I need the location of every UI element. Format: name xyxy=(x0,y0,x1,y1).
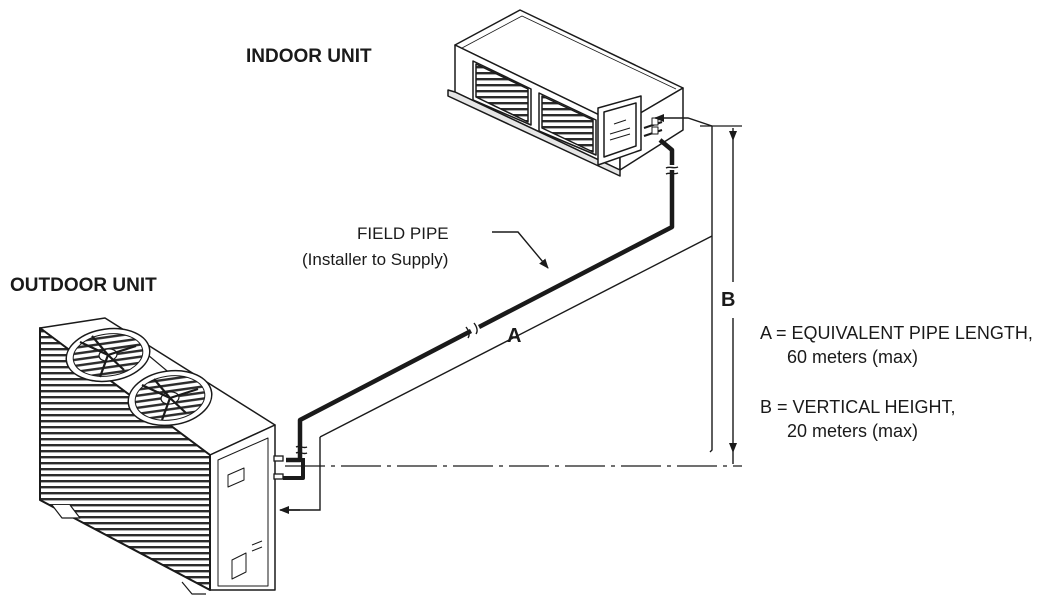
fan-icon xyxy=(65,327,151,383)
field-pipe-return-diagonal xyxy=(319,235,713,438)
field-pipe-note: (Installer to Supply) xyxy=(302,250,449,269)
fan-icon xyxy=(127,369,213,427)
legend-a-line1: A = EQUIVALENT PIPE LENGTH, xyxy=(760,323,1033,343)
indoor-unit-label: INDOOR UNIT xyxy=(246,46,372,67)
return-arrow-indoor xyxy=(654,114,713,127)
legend-b-line1: B = VERTICAL HEIGHT, xyxy=(760,397,956,417)
field-pipe-label: FIELD PIPE xyxy=(357,224,449,243)
outdoor-unit-label: OUTDOOR UNIT xyxy=(10,275,157,296)
dimension-b-label: B xyxy=(721,289,736,311)
dimension-a-label: A xyxy=(507,325,522,347)
indoor-unit-drawing xyxy=(447,9,684,177)
legend-a-line2: 60 meters (max) xyxy=(787,347,919,367)
field-pipe-main xyxy=(286,138,675,463)
legend-b-line2: 20 meters (max) xyxy=(787,421,919,441)
pipe-break-marks xyxy=(295,166,679,455)
field-pipe-lower xyxy=(283,458,305,480)
field-pipe-leader xyxy=(492,231,549,269)
